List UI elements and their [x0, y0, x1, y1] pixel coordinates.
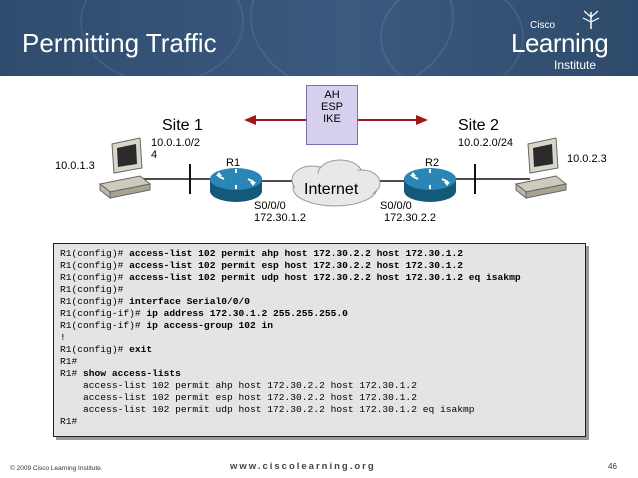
pc2-ip: 10.0.2.3	[567, 153, 607, 165]
tunnel-protocol: IKE	[323, 113, 341, 125]
tunnel-protocols-box: AH ESP IKE	[306, 85, 358, 145]
cli-line: R1#	[60, 416, 78, 427]
site2-network: 10.0.2.0/24	[458, 137, 514, 149]
r2-interface: S0/0/0	[380, 200, 412, 212]
tree-icon	[582, 10, 600, 29]
cisco-learning-institute-logo: Cisco Learning Institute	[508, 6, 636, 72]
cli-line: !	[60, 332, 66, 343]
diagram-graphics	[98, 115, 568, 207]
logo-brand: Cisco	[530, 20, 556, 31]
cli-line: R1(config)# access-list 102 permit esp h…	[60, 260, 464, 271]
cli-line: R1(config)# access-list 102 permit udp h…	[60, 272, 521, 283]
pc1-ip: 10.0.1.3	[55, 160, 95, 172]
cli-line: R1#	[60, 356, 78, 367]
site1-label: Site 1	[162, 117, 203, 134]
cli-line: R1(config-if)# ip access-group 102 in	[60, 320, 274, 331]
site1-network: 10.0.1.0/2	[151, 137, 200, 149]
cli-line: access-list 102 permit esp host 172.30.2…	[60, 392, 417, 403]
r1-label: R1	[226, 157, 241, 169]
computer-icon	[98, 137, 152, 200]
cli-line: R1(config)# interface Serial0/0/0	[60, 296, 250, 307]
tunnel-protocol: AH	[324, 89, 340, 101]
r1-interface: S0/0/0	[254, 200, 286, 212]
r2-ip: 172.30.2.2	[384, 212, 436, 224]
internet-label: Internet	[304, 181, 359, 198]
router-icon	[210, 168, 262, 202]
tunnel-protocol: ESP	[320, 101, 343, 113]
website-link[interactable]: www.ciscolearning.org	[230, 461, 376, 472]
cli-line: access-list 102 permit ahp host 172.30.2…	[60, 380, 417, 391]
cli-line: R1(config)# access-list 102 permit ahp h…	[60, 248, 464, 259]
site1-network-wrap: 4	[151, 149, 158, 161]
logo-word: Learning	[511, 28, 609, 58]
r2-label: R2	[425, 157, 440, 169]
copyright-text: © 2009 Cisco Learning Institute.	[10, 465, 103, 472]
cli-line: access-list 102 permit udp host 172.30.2…	[60, 404, 475, 415]
slide-title: Permitting Traffic	[22, 28, 217, 58]
cli-line: R1(config-if)# ip address 172.30.1.2 255…	[60, 308, 348, 319]
header-swirl-decoration	[380, 0, 524, 76]
r1-ip: 172.30.1.2	[254, 212, 306, 224]
cli-line: R1# show access-lists	[60, 368, 181, 379]
logo-sub: Institute	[554, 58, 597, 72]
page-number: 46	[608, 462, 617, 471]
cli-output-box: R1(config)# access-list 102 permit ahp h…	[53, 243, 586, 437]
internet-cloud-icon	[291, 159, 381, 207]
site2-label: Site 2	[458, 117, 499, 134]
network-diagram: AH ESP IKE Site 1 10.0.1.0/2 4 10.0.1.3 …	[0, 76, 638, 236]
cli-line: R1(config)# exit	[60, 344, 153, 355]
cli-line: R1(config)#	[60, 284, 124, 295]
router-icon	[404, 168, 456, 202]
slide-header: Permitting Traffic Cisco Learning Instit…	[0, 0, 638, 76]
computer-icon	[514, 137, 568, 200]
